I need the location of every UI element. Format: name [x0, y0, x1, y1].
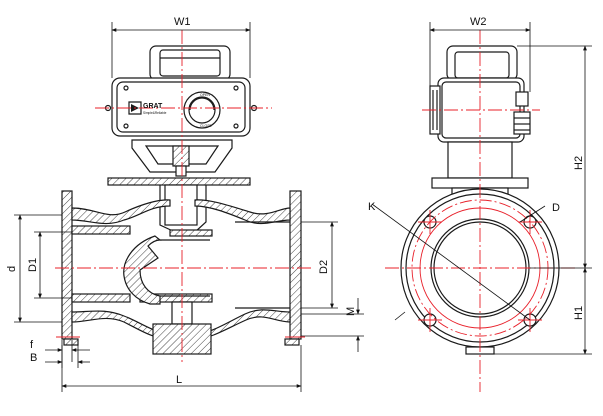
actuator-front [104, 45, 258, 137]
dim-w2-label: W2 [470, 16, 487, 28]
dim-m-label: M [345, 307, 357, 316]
dim-w1-label: W1 [174, 16, 191, 28]
front-labels: W1 d D1 D2 M f B L GRAT Simple&Reliable … [6, 16, 357, 386]
side-labels: W2 H2 H1 K D [368, 16, 585, 320]
valve-body-section [61, 190, 302, 341]
brand-tagline: Simple&Reliable [143, 111, 167, 115]
dim-h2-label: H2 [573, 156, 585, 170]
bracket-front [131, 139, 233, 177]
dim-bolt-d-label: D [552, 202, 560, 214]
dial-open-label: OPEN [200, 93, 210, 97]
dim-k-label: K [368, 201, 376, 213]
dim-h1-label: H1 [573, 306, 585, 320]
front-centerlines [55, 30, 312, 362]
dial-close-label: CLOSE [200, 124, 213, 128]
side-dimensions [371, 22, 592, 355]
front-view [61, 45, 302, 355]
brand-logo-text: GRAT [143, 103, 163, 110]
dim-f-label: f [30, 339, 34, 351]
dim-l-label: L [176, 374, 182, 386]
front-dimensions [14, 22, 364, 392]
dim-d1-label: D1 [27, 258, 39, 272]
dim-d2-label: D2 [318, 260, 330, 274]
dim-b-label: B [30, 352, 37, 364]
dim-d-label: d [6, 266, 18, 272]
